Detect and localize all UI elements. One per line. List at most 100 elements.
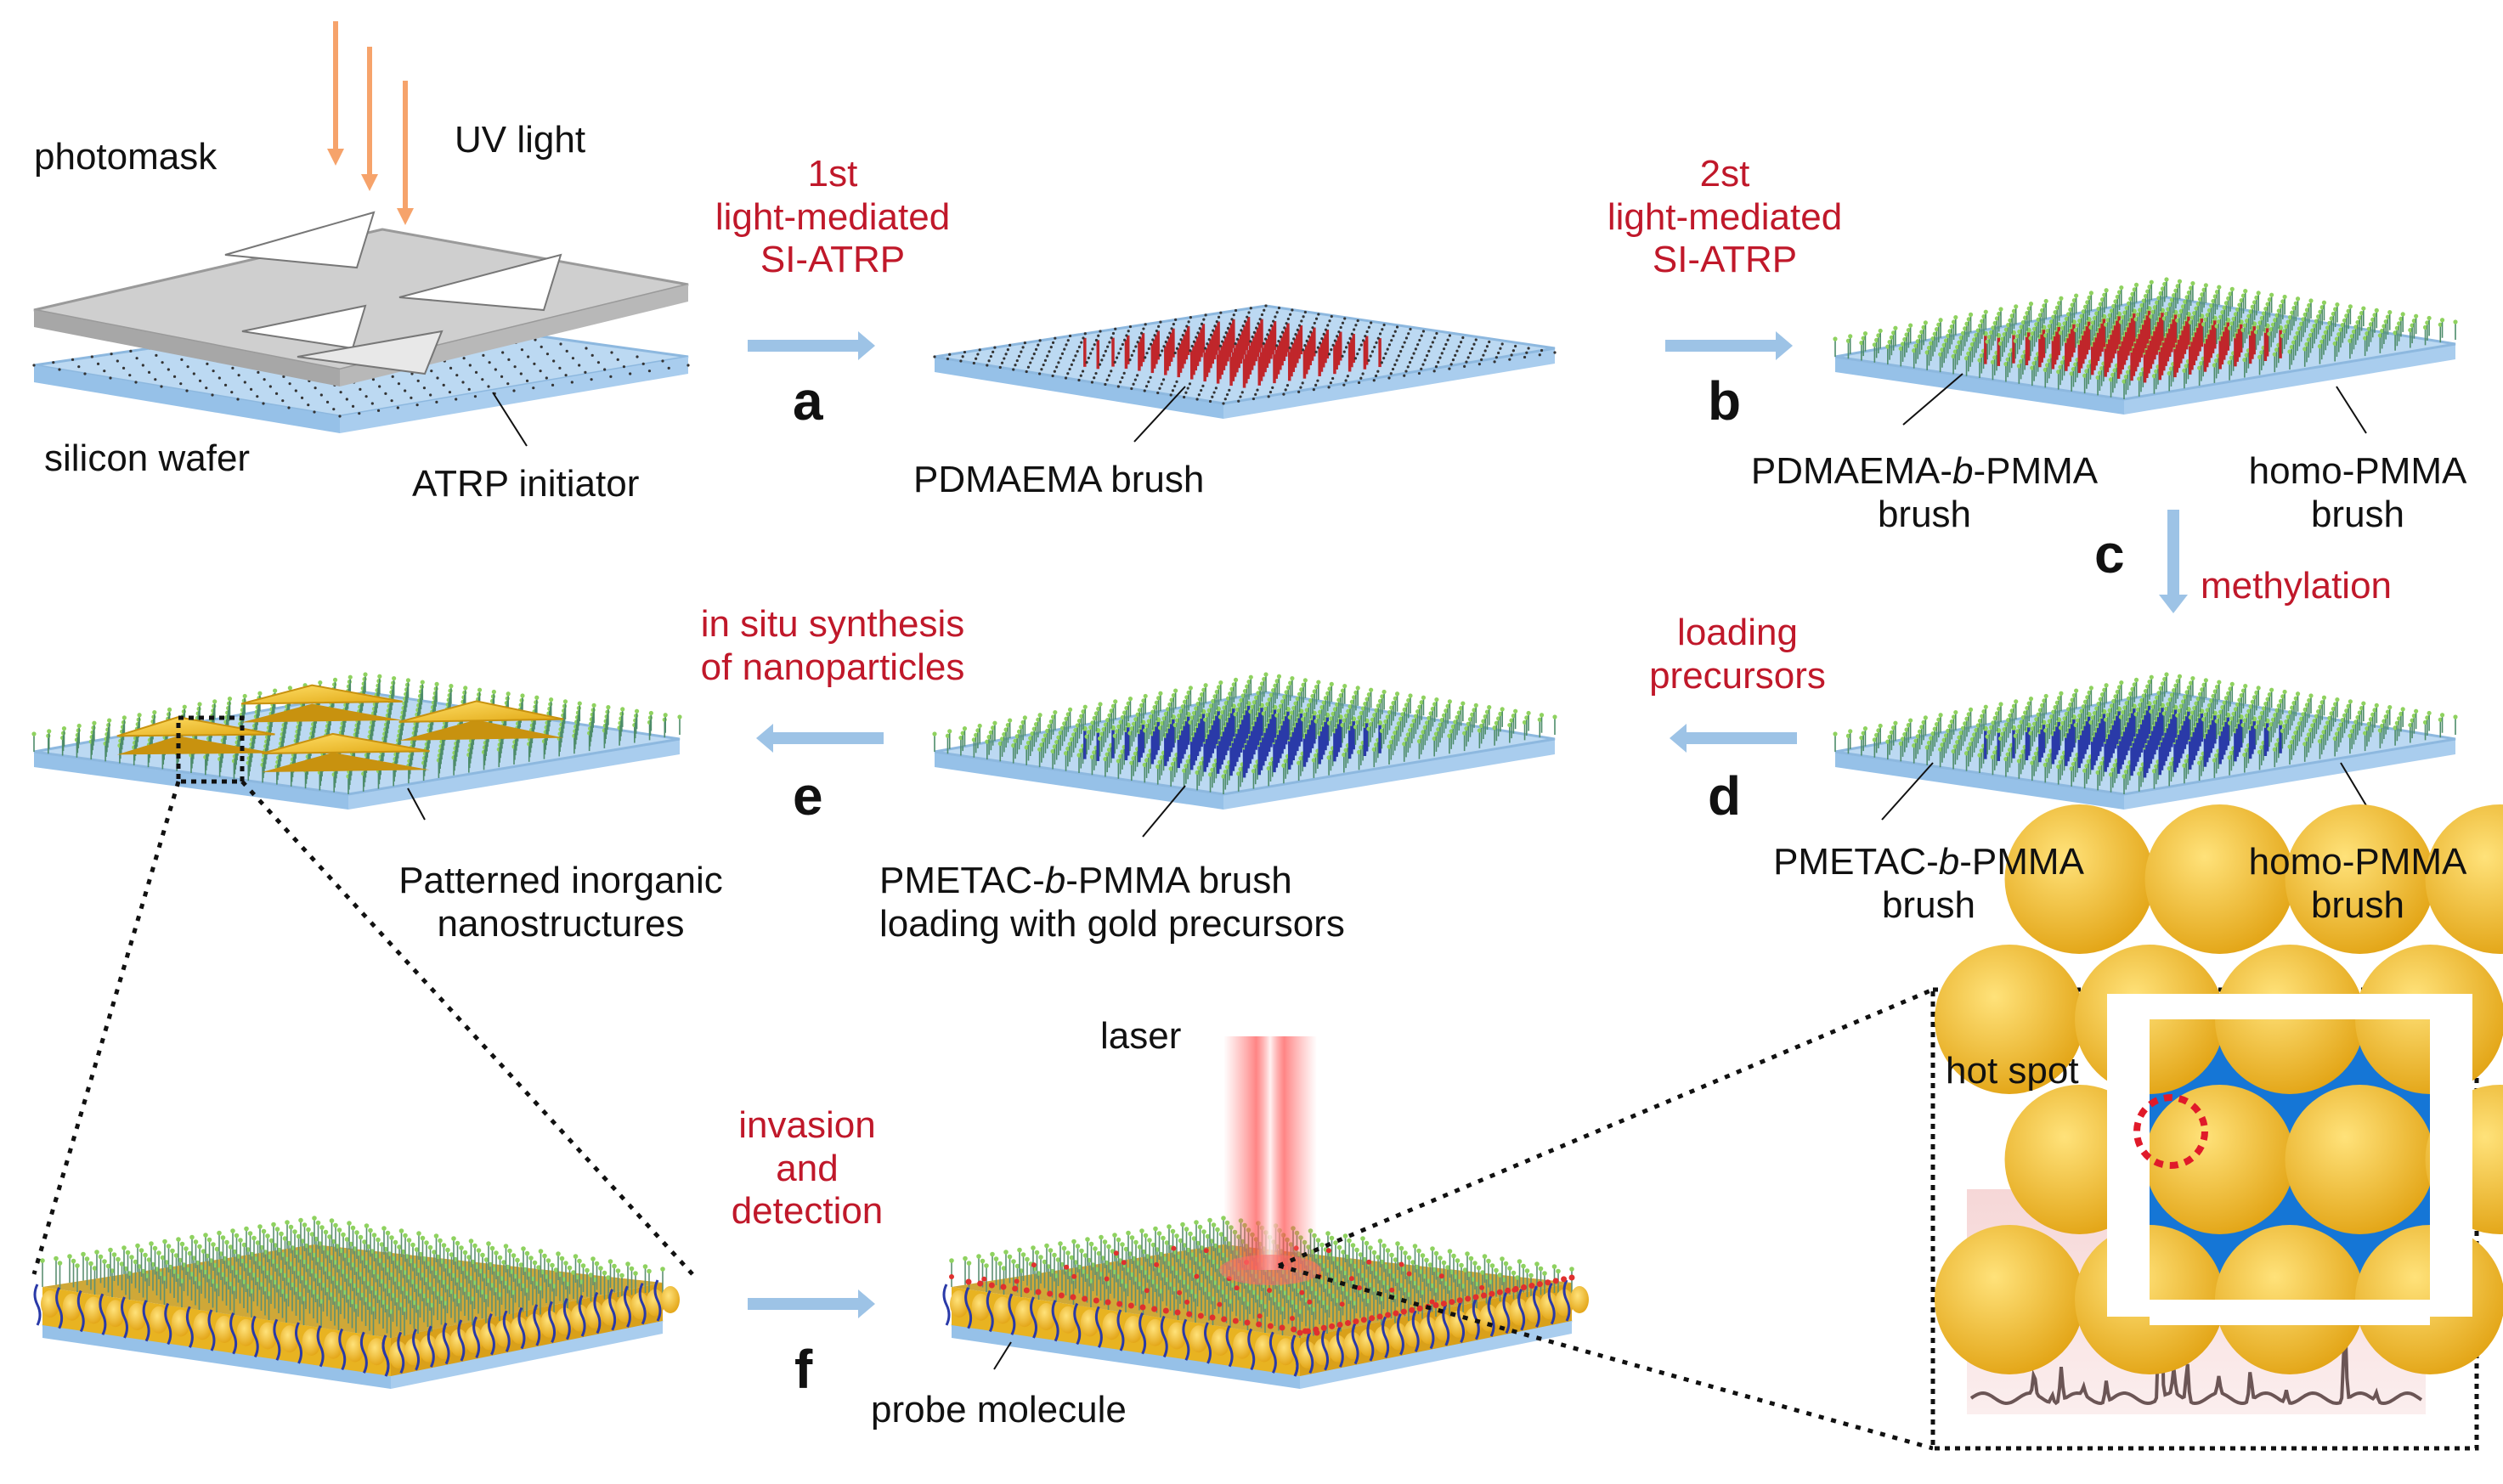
initiator-dot	[1285, 322, 1287, 324]
pmma-end	[167, 708, 172, 712]
initiator-dot	[1472, 343, 1475, 346]
initiator-dot	[313, 410, 315, 413]
initiator-dot	[597, 361, 600, 364]
initiator-dot	[1342, 322, 1344, 324]
initiator-dot	[1170, 393, 1172, 396]
initiator-dot	[1320, 337, 1323, 340]
initiator-dot	[1465, 361, 1467, 364]
initiator-dot	[1405, 336, 1408, 339]
initiator-dot	[185, 389, 188, 392]
pmma-end	[2453, 319, 2457, 324]
pmma-end	[1893, 721, 1897, 725]
initiator-dot	[1421, 363, 1424, 365]
initiator-dot	[1452, 358, 1455, 361]
initiator-dot	[1348, 337, 1351, 340]
initiator-dot	[1170, 327, 1172, 330]
initiator-dot	[1223, 336, 1225, 338]
initiator-dot	[1331, 377, 1334, 380]
initiator-dot	[1250, 307, 1252, 309]
initiator-dot	[1319, 341, 1321, 344]
initiator-dot	[1249, 340, 1252, 342]
initiator-dot	[1356, 353, 1359, 355]
initiator-dot	[1409, 328, 1411, 330]
pmma-end	[91, 725, 95, 730]
initiator-dot	[1330, 348, 1332, 351]
initiator-dot	[236, 398, 239, 400]
initiator-dot	[1381, 361, 1383, 364]
pmma-end	[2440, 318, 2444, 322]
initiator-dot	[1486, 345, 1489, 347]
pmma-end	[2204, 283, 2208, 287]
initiator-dot	[1225, 331, 1228, 334]
initiator-dot	[1484, 349, 1487, 352]
initiator-dot	[1274, 315, 1276, 318]
initiator-dot	[1437, 361, 1439, 364]
initiator-dot	[218, 376, 221, 379]
initiator-dot	[1382, 324, 1385, 326]
initiator-dot	[1161, 349, 1163, 352]
initiator-dot	[1387, 348, 1389, 351]
initiator-dot	[1074, 354, 1076, 357]
pmma-end	[1421, 696, 1426, 700]
initiator-dot	[148, 371, 150, 374]
initiator-dot	[417, 380, 420, 382]
initiator-dot	[1341, 355, 1343, 358]
pmma-end	[2119, 285, 2123, 290]
pmma-end	[1098, 702, 1102, 706]
initiator-dot	[1199, 327, 1201, 330]
initiator-dot	[976, 353, 979, 355]
initiator-dot	[1370, 321, 1372, 324]
pmma-end	[47, 729, 51, 733]
pmma-end	[348, 675, 353, 680]
pmma-end	[1408, 693, 1412, 697]
pmma-end	[1128, 697, 1133, 701]
initiator-dot	[1480, 358, 1483, 361]
initiator-dot	[205, 387, 207, 389]
initiator-dot	[468, 388, 471, 391]
initiator-dot	[1149, 376, 1151, 379]
initiator-dot	[1314, 351, 1317, 353]
pmma-end	[2230, 682, 2235, 686]
initiator-dot	[1373, 346, 1376, 348]
pmma-end	[462, 691, 466, 695]
pmma-end	[491, 694, 495, 698]
initiator-dot	[1174, 352, 1177, 354]
initiator-dot	[1373, 379, 1376, 381]
initiator-dot	[475, 371, 477, 374]
initiator-dot	[1407, 332, 1410, 335]
initiator-dot	[533, 363, 535, 365]
initiator-dot	[128, 374, 131, 376]
initiator-dot	[1418, 339, 1421, 341]
pmma-end	[1552, 714, 1557, 719]
initiator-dot	[609, 375, 612, 378]
initiator-dot	[1415, 347, 1417, 350]
initiator-dot	[1128, 358, 1131, 361]
initiator-dot	[1020, 350, 1022, 353]
initiator-dot	[532, 387, 534, 389]
pmma-end	[534, 700, 538, 704]
initiator-dot	[1206, 342, 1208, 345]
pmma-end	[1303, 678, 1308, 682]
initiator-dot	[1328, 319, 1331, 322]
initiator-dot	[1162, 378, 1165, 381]
initiator-dot	[1187, 387, 1189, 389]
initiator-dot	[1150, 343, 1152, 346]
initiator-dot	[238, 374, 240, 376]
initiator-dot	[384, 392, 387, 395]
initiator-dot	[1136, 374, 1138, 376]
initiator-dot	[1387, 376, 1390, 379]
initiator-dot	[1270, 324, 1273, 327]
initiator-dot	[1297, 391, 1300, 393]
pmma-end	[212, 699, 217, 703]
initiator-dot	[1167, 336, 1169, 339]
pmma-end	[2414, 314, 2418, 319]
pmma-end	[152, 710, 156, 714]
initiator-dot	[1061, 353, 1064, 355]
initiator-dot	[1478, 363, 1481, 365]
pmma-end	[1848, 729, 1852, 733]
initiator-dot	[1264, 337, 1267, 340]
initiator-dot	[623, 365, 625, 368]
initiator-dot	[520, 372, 523, 375]
initiator-dot	[1460, 341, 1462, 343]
initiator-dot	[1435, 365, 1438, 368]
